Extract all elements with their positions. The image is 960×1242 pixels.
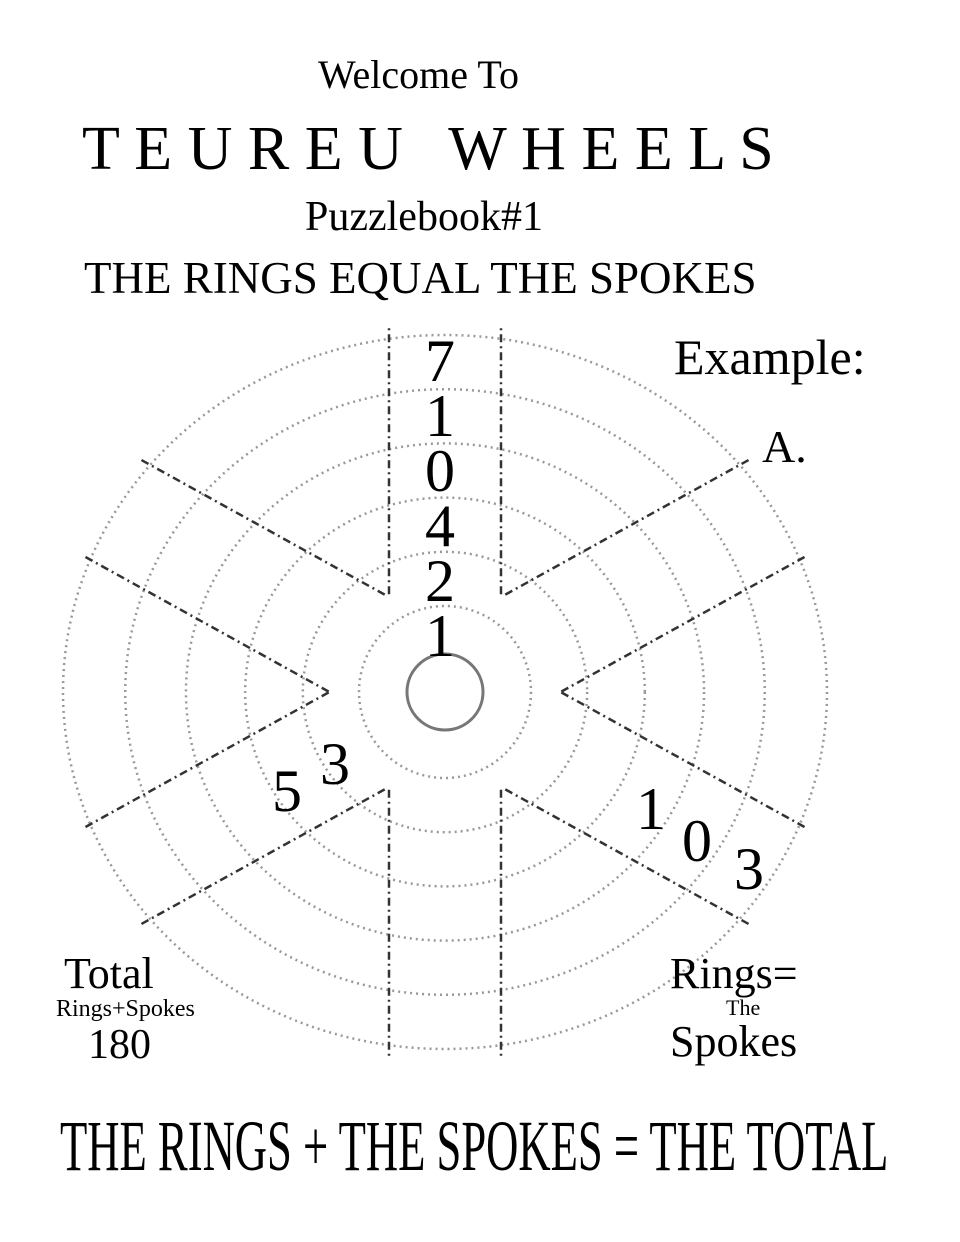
spoke-line (504, 458, 750, 596)
lower-right-digit: 0 (682, 808, 712, 874)
top-digit: 0 (425, 438, 455, 504)
ring (243, 496, 647, 888)
total-sublabel: Rings+Spokes (56, 996, 195, 1022)
total-label: Total (64, 949, 154, 998)
lower-left-digit: 3 (320, 731, 350, 797)
footer-formula: THE RINGS + THE SPOKES = THE TOTAL (60, 1106, 889, 1186)
example-label: Example: (674, 329, 866, 385)
lower-right-digit: 1 (636, 776, 666, 842)
total-value: 180 (88, 1022, 151, 1068)
ring (184, 442, 706, 942)
rings-spokes-label: Spokes (670, 1017, 798, 1066)
top-digit: 1 (425, 603, 455, 669)
spoke-line (560, 555, 806, 693)
lower-left-digit: 5 (272, 758, 302, 824)
spoke-line (140, 788, 386, 926)
ring (123, 387, 767, 997)
top-digit: 2 (425, 548, 455, 614)
spoke-line (560, 691, 806, 829)
top-digit: 4 (425, 493, 455, 559)
lower-right-digit: 3 (734, 836, 764, 902)
welcome-text: Welcome To (318, 52, 519, 97)
example-item: A. (762, 421, 807, 472)
rings-the-label: The (726, 995, 761, 1020)
ring (301, 550, 589, 834)
hub-circle (405, 652, 485, 732)
ring (61, 333, 829, 1051)
rings-label: Rings= (670, 949, 798, 998)
subtitle: Puzzlebook#1 (305, 194, 543, 240)
ring (357, 604, 533, 780)
spoke-line (504, 788, 750, 926)
top-digit: 7 (425, 328, 455, 394)
top-digit: 1 (425, 383, 455, 449)
spoke-line (84, 691, 330, 829)
page-title: T E U R E U W H E E L S (82, 115, 774, 183)
spoke-line (140, 458, 386, 596)
rule-text: THE RINGS EQUAL THE SPOKES (84, 253, 757, 303)
spoke-line (84, 555, 330, 693)
